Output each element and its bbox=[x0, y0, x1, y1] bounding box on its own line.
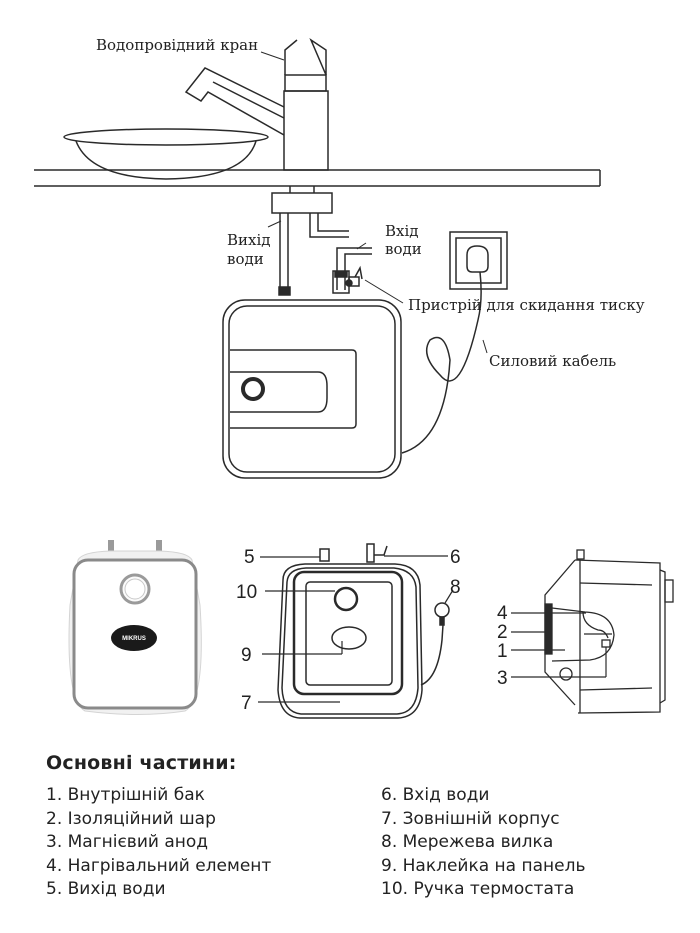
callout-6: 6 bbox=[450, 547, 461, 568]
callout-9: 9 bbox=[241, 645, 252, 666]
callout-4: 4 bbox=[497, 603, 508, 624]
callout-2: 2 bbox=[497, 622, 508, 643]
sink-bowl-icon bbox=[63, 128, 269, 180]
product-photo: MIKRUS bbox=[68, 540, 202, 715]
water-inlet-pipe bbox=[309, 213, 372, 294]
part-item: 10. Ручка термостата bbox=[381, 879, 575, 899]
power-cable-line bbox=[401, 271, 482, 454]
side-section-view bbox=[511, 549, 674, 714]
part-item: 9. Наклейка на панель bbox=[381, 855, 586, 876]
leader-lines bbox=[260, 51, 488, 354]
label-power-cable: Силовий кабель bbox=[489, 352, 616, 370]
callout-10: 10 bbox=[236, 582, 257, 603]
part-item: 1. Внутрішній бак bbox=[46, 785, 205, 805]
callout-3: 3 bbox=[497, 668, 508, 689]
water-outlet-pipe bbox=[278, 213, 291, 296]
parts-list-right: 6. Вхід води 7. Зовнішній корпус 8. Мере… bbox=[381, 784, 585, 902]
callout-7: 7 bbox=[241, 693, 252, 714]
parts-list-left: 1. Внутрішній бак 2. Ізоляційний шар 3. … bbox=[46, 784, 381, 902]
label-water-inlet-1: Вхід bbox=[385, 222, 419, 240]
part-item: 4. Нагрівальний елемент bbox=[46, 855, 272, 876]
part-item: 7. Зовнішній корпус bbox=[381, 808, 560, 829]
part-item: 6. Вхід води bbox=[381, 785, 490, 805]
part-item: 8. Мережева вилка bbox=[381, 832, 554, 852]
label-water-outlet-2: води bbox=[227, 250, 264, 268]
callout-8: 8 bbox=[450, 577, 461, 598]
parts-title: Основні частини: bbox=[46, 752, 237, 774]
water-heater-icon bbox=[222, 299, 402, 479]
label-water-outlet-1: Вихід bbox=[227, 231, 271, 249]
faucet-icon bbox=[184, 37, 329, 171]
part-item: 2. Ізоляційний шар bbox=[46, 808, 216, 829]
label-water-inlet-2: води bbox=[385, 240, 422, 258]
main-parts-section: Основні частини: 1. Внутрішній бак 2. Із… bbox=[46, 752, 666, 902]
power-socket-icon bbox=[449, 231, 508, 290]
front-view bbox=[258, 543, 454, 719]
label-faucet: Водопровідний кран bbox=[96, 36, 258, 54]
callout-5: 5 bbox=[244, 547, 255, 568]
label-pressure-relief: Пристрій для скидання тиску bbox=[408, 296, 645, 314]
valve-block bbox=[271, 186, 333, 214]
callout-1: 1 bbox=[497, 641, 508, 662]
brand-logo: MIKRUS bbox=[122, 636, 146, 642]
part-item: 3. Магнієвий анод bbox=[46, 832, 209, 852]
countertop bbox=[34, 169, 601, 187]
part-item: 5. Вихід води bbox=[46, 879, 166, 899]
